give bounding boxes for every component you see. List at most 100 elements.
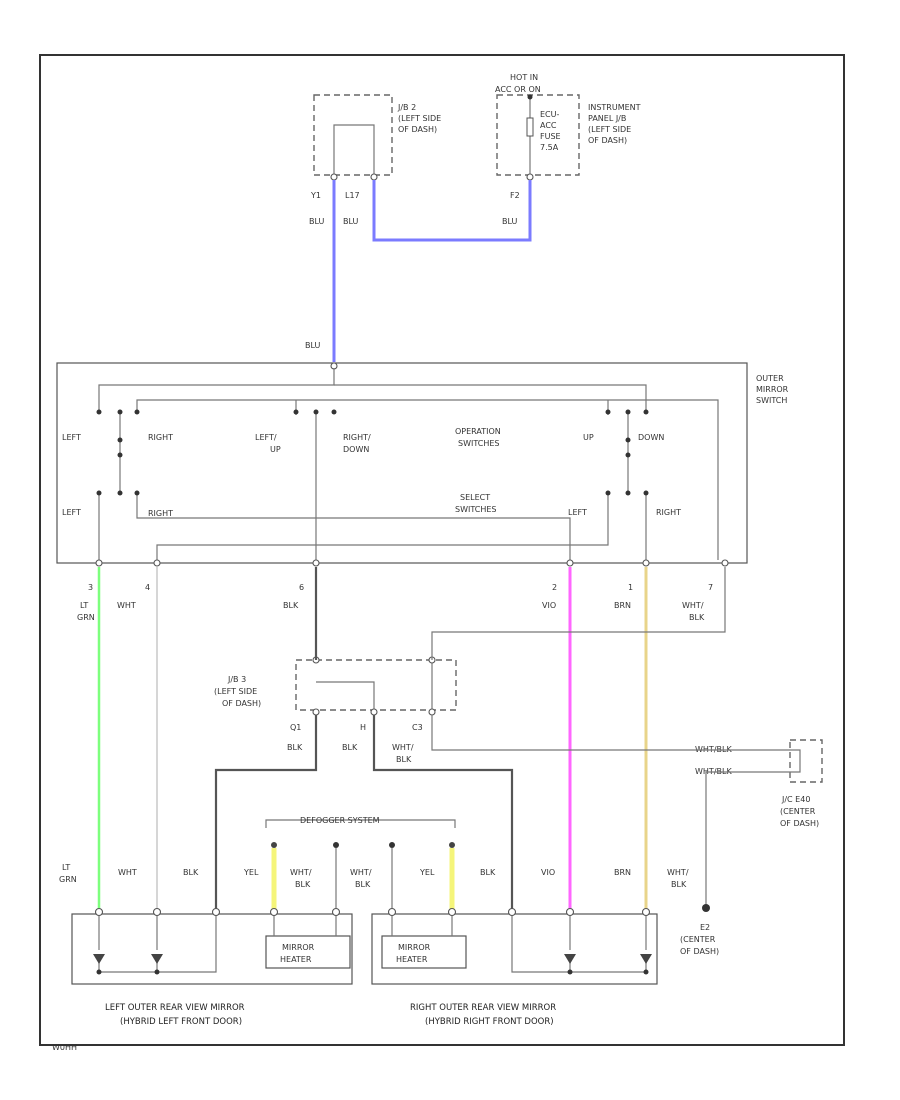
defogger-feed-dot [389,842,395,848]
motor-icon [151,954,163,964]
select-switches-label: SWITCHES [455,505,497,514]
switch-pin [312,559,320,567]
switch-contact [96,409,102,415]
jc-e40-outline [789,739,823,783]
switch-contact [313,409,319,415]
switch-left-up-label: LEFT/ [255,433,277,442]
switch-down-label: DOWN [638,433,664,442]
motor-common [511,914,647,973]
left-mirror-title: LEFT OUTER REAR VIEW MIRROR [105,1003,245,1013]
switch-contact [625,437,631,443]
wire-color-label: GRN [77,613,95,622]
fuse-label: FUSE [540,132,561,141]
fuse-label: ECU- [540,110,559,119]
switch-bus [98,368,335,410]
wire-wht-blk [705,771,778,905]
bottom-wire-labels: LT GRN WHT BLK YEL WHT/ BLK WHT/ BLK YEL… [59,863,689,889]
ip-jb-outline [496,94,580,176]
wire-wht-blk [431,715,778,751]
switch-pin [566,559,574,567]
motor-icon [564,954,576,964]
instrument-panel-jb-block: HOT IN ACC OR ON ECU- ACC FUSE 7.5A INST… [495,73,641,226]
switch-right-down-label: RIGHT/ [343,433,371,442]
fuse-label: ACC [540,121,557,130]
heater-label: MIRROR [398,943,431,952]
wire-color-label: BLK [295,880,311,889]
switch-contact [117,452,123,458]
ip-jb-label: (LEFT SIDE [588,125,631,134]
select-left-label: LEFT [62,508,81,517]
wire-color-label: WHT/ [350,868,372,877]
wire-wht-blk [431,567,726,660]
left-mirror-outline [71,913,353,985]
operation-switches-label: OPERATION [455,427,501,436]
jb3-pin-h [370,708,378,716]
switch-bus [334,384,647,410]
pin-c3-label: C3 [412,723,423,732]
ip-jb-label: INSTRUMENT [588,103,641,112]
switch-right-label: RIGHT [148,433,173,442]
wire-color-label: YEL [243,868,259,877]
switch-bus [156,495,609,560]
switch-contact [605,409,611,415]
left-mirror-title: (HYBRID LEFT FRONT DOOR) [120,1017,242,1027]
defogger-feed-dot [333,842,339,848]
pin-number: 4 [145,583,150,592]
wire-color-label: BLK [689,613,705,622]
mirror-pin [447,907,457,917]
heater-label: HEATER [396,955,428,964]
switch-pins: 3 4 6 2 1 7 LT GRN WHT BLK VIO BRN WHT/ … [77,559,729,622]
wire-blu-label: BLU [343,217,359,226]
jb2-outline [313,94,393,176]
switch-label: SWITCH [756,396,787,405]
switch-outline [56,362,748,564]
junction-dot [643,969,649,975]
outer-mirror-switch: OUTER MIRROR SWITCH [56,362,789,564]
switch-contact [331,409,337,415]
jc-e40-label: J/C E40 [781,795,810,804]
jb2-label: (LEFT SIDE [398,114,441,123]
wire-blu-label: BLU [502,217,518,226]
pin-q1-label: Q1 [290,723,301,732]
wire-color-label: WHT/ [682,601,704,610]
switch-pin [721,559,729,567]
ground-label: E2 [700,923,710,932]
switch-contact [117,437,123,443]
jb3-label: (LEFT SIDE [214,687,257,696]
wire-color-label: WHT [118,868,137,877]
jb2-pin-y1 [330,173,338,181]
wire-color-label: BLK [283,601,299,610]
ground-label: OF DASH) [680,947,719,956]
pin-number: 2 [552,583,557,592]
wire-color-label: BLK [342,743,358,752]
fuse-icon [526,117,534,137]
switch-contact [117,490,123,496]
junction-dot [96,969,102,975]
diagram-frame [39,54,845,1046]
fuse-feed-dot [527,94,533,100]
acc-on-label: ACC OR ON [495,85,541,94]
select-right-label: RIGHT [656,508,681,517]
defogger-feed-dot [449,842,455,848]
switch-pin [95,559,103,567]
select-left-label: LEFT [568,508,587,517]
jb3-label: J/B 3 [227,675,246,684]
junction-dot [154,969,160,975]
ground-dot [702,904,710,912]
wire-blu [372,180,532,242]
pin-h-label: H [360,723,366,732]
wire-color-label: BRN [614,601,631,610]
switch-contact [134,409,140,415]
switch-bus [136,399,719,560]
jb3-internal-link [316,681,375,710]
switch-left-label: LEFT [62,433,81,442]
switch-contact [625,490,631,496]
jc-e40-label: OF DASH) [780,819,819,828]
jb2-label: OF DASH) [398,125,437,134]
wire-blk [214,715,318,912]
switch-contact [643,409,649,415]
right-mirror-title: RIGHT OUTER REAR VIEW MIRROR [410,1003,556,1013]
switch-contact [134,490,140,496]
pin-y1-label: Y1 [310,191,321,200]
fuse-label: 7.5A [540,143,559,152]
